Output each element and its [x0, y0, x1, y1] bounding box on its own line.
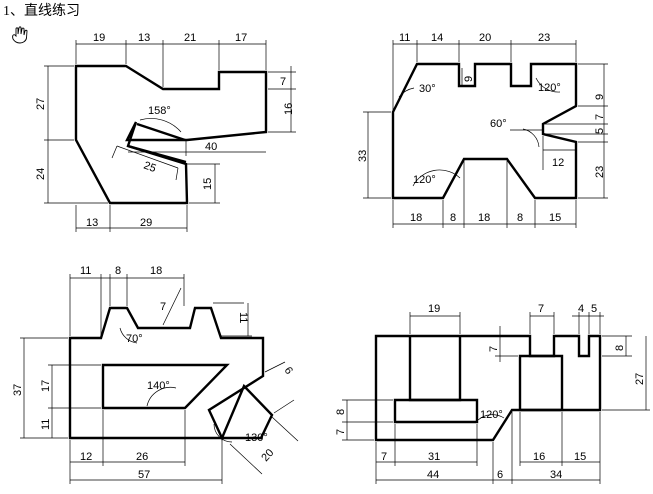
- drawing-4-label-7: 27: [634, 373, 646, 385]
- drawing-4-label-17: 34: [550, 469, 562, 481]
- drawing-2-label-17: 8: [450, 212, 456, 224]
- drawing-1-label-1: 19: [93, 32, 105, 44]
- drawing-2-label-1: 11: [399, 32, 410, 44]
- drawing-2-label-14: 33: [357, 150, 369, 162]
- drawing-1-slot: [127, 122, 187, 164]
- drawing-4-label-14: 15: [574, 451, 586, 463]
- drawing-2-label-3: 20: [479, 32, 491, 44]
- drawing-3-inner: [101, 363, 230, 410]
- drawing-3-label-8: 17: [40, 380, 52, 392]
- drawing-1-label-11: 40: [205, 141, 217, 153]
- drawing-4-base-block: [393, 398, 479, 424]
- drawing-2-label-9: 7: [594, 114, 606, 120]
- drawing-1-label-2: 13: [138, 32, 150, 44]
- drawing-1-label-14: 29: [140, 217, 152, 229]
- drawing-3-label-11: 6: [282, 365, 295, 377]
- drawing-4-label-10: 120°: [480, 409, 503, 421]
- drawing-2-label-8: 9: [594, 94, 606, 100]
- drawing-2-label-13: 23: [594, 166, 606, 178]
- drawing-1-label-12: 15: [202, 178, 214, 190]
- drawing-1-label-10: 25: [142, 160, 158, 175]
- drawing-3-label-2: 8: [115, 265, 121, 277]
- drawing-4-label-5: 7: [488, 346, 500, 352]
- drawing-2-label-4: 23: [538, 32, 550, 44]
- drawing-1: 19 13 21 17 7 16 27 24 158° 25 40 15 13 …: [35, 32, 296, 232]
- drawing-4-label-12: 31: [428, 451, 440, 463]
- drawing-2-label-12: 12: [552, 157, 564, 169]
- hand-cursor-icon: [12, 26, 28, 44]
- drawing-2-label-15: 120°: [413, 174, 436, 186]
- drawing-4-label-4: 5: [591, 303, 597, 315]
- drawing-3-label-4: 7: [160, 301, 166, 313]
- drawing-3-label-6: 70°: [126, 333, 143, 345]
- drawing-1-label-7: 27: [35, 98, 47, 110]
- drawing-4-label-9: 7: [335, 429, 347, 435]
- drawing-1-label-4: 17: [235, 32, 247, 44]
- drawing-4-label-6: 8: [614, 345, 626, 351]
- drawing-3-label-16: 57: [138, 469, 150, 481]
- drawing-4-tower: [408, 336, 462, 402]
- drawing-2-label-18: 18: [478, 212, 490, 224]
- drawing-3-label-7: 37: [12, 384, 24, 396]
- drawing-2-label-2: 14: [431, 32, 443, 44]
- drawing-2-label-16: 18: [410, 212, 422, 224]
- drawing-2-label-19: 8: [517, 212, 523, 224]
- drawing-4-right-block: [518, 354, 564, 412]
- drawing-3: 11 8 18 7 11 70° 37 17 11 140° 6 130° 20…: [12, 265, 299, 484]
- drawing-4-label-1: 19: [428, 303, 440, 315]
- drawing-1-label-5: 7: [280, 76, 286, 88]
- drawing-3-label-10: 140°: [147, 380, 170, 392]
- drawing-3-label-14: 12: [80, 451, 92, 463]
- page-title: 1、直线练习: [3, 4, 80, 19]
- drawing-3-label-3: 18: [150, 265, 162, 277]
- drawing-4-label-2: 7: [538, 303, 544, 315]
- drawing-2-label-20: 15: [549, 212, 561, 224]
- drawing-2-label-11: 60°: [490, 118, 507, 130]
- drawing-2-outline: [391, 62, 578, 200]
- drawing-1-label-6: 16: [283, 103, 295, 115]
- drawing-4-label-8: 8: [335, 409, 347, 415]
- drawing-1-label-13: 13: [86, 217, 98, 229]
- drawing-1-label-8: 24: [35, 168, 47, 180]
- drawing-4-label-3: 4: [578, 303, 584, 315]
- drawing-3-label-12: 130°: [245, 432, 268, 444]
- drawing-1-label-9: 158°: [148, 105, 171, 117]
- drawing-3-label-5: 11: [237, 312, 249, 323]
- drawing-3-label-1: 11: [80, 265, 91, 277]
- drawing-2-label-7: 120°: [538, 82, 561, 94]
- drawing-4: 19 7 4 5 7 8 27 8 7 120° 7 31 16 15 44 6…: [335, 303, 650, 484]
- drawing-3-label-13: 20: [259, 447, 276, 464]
- drawing-1-outline: [74, 64, 268, 205]
- drawing-2: 11 14 20 23 30° 9 120° 9 7 5 60° 12 23 3…: [357, 32, 608, 228]
- drawing-3-outline: [68, 306, 274, 441]
- drawing-2-label-10: 5: [594, 128, 606, 134]
- drawing-3-label-15: 26: [136, 451, 148, 463]
- drawing-4-label-13: 16: [533, 451, 545, 463]
- drawing-4-label-11: 7: [381, 451, 387, 463]
- drawing-1-label-3: 21: [184, 32, 196, 44]
- drawing-3-label-9: 11: [40, 419, 52, 430]
- drawing-4-label-16: 6: [497, 469, 503, 481]
- drawing-2-label-5: 30°: [419, 83, 436, 95]
- drawing-4-label-15: 44: [427, 469, 439, 481]
- drawing-2-label-6: 9: [463, 76, 475, 82]
